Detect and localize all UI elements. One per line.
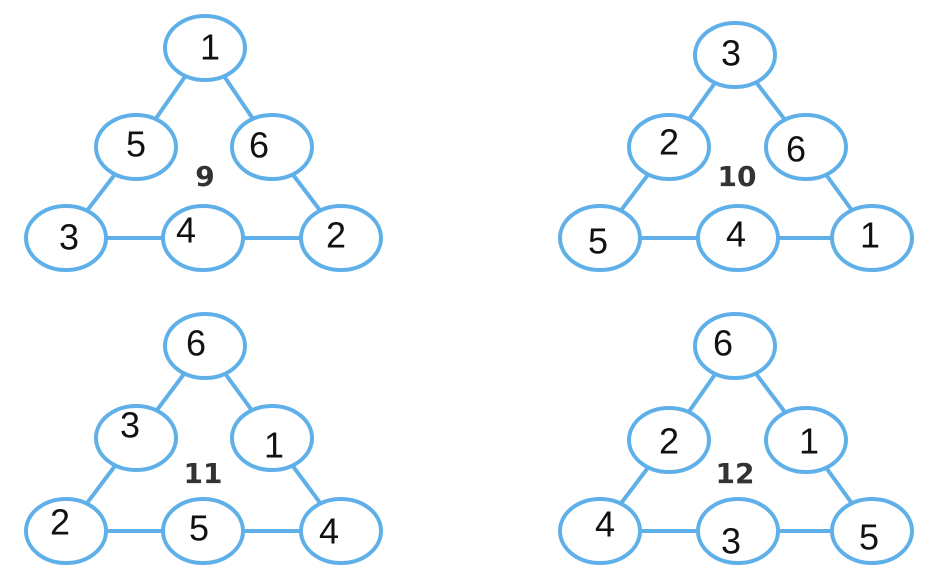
node-bottom-left: 5 [558,204,642,272]
node-bottom-right-value: 2 [326,215,346,256]
triangle-1: 1 5 6 3 4 2 9 [24,14,383,272]
node-top-value: 3 [721,33,741,74]
node-upper-left: 5 [94,113,178,181]
node-upper-right-value: 6 [249,125,269,166]
node-bottom-left-value: 4 [595,504,615,545]
node-bottom-right-value: 4 [319,511,339,552]
node-bottom-left: 2 [24,497,108,565]
triangle-3: 6 3 1 2 5 4 11 [24,312,383,565]
node-upper-right-value: 1 [799,421,819,462]
node-bottom-middle-value: 5 [189,508,209,549]
node-top-value: 1 [200,27,220,68]
node-upper-right: 1 [230,404,314,472]
node-upper-right-value: 6 [786,129,806,170]
node-upper-left-value: 2 [659,421,679,462]
node-upper-left-value: 3 [120,405,140,446]
triangle-4: 6 2 1 4 3 5 12 [558,312,914,565]
node-bottom-right: 2 [299,204,383,272]
node-bottom-middle-value: 4 [726,214,746,255]
node-bottom-middle: 4 [696,204,780,272]
node-bottom-left-value: 3 [59,217,79,258]
node-top: 3 [693,21,777,89]
triangle-sum: 11 [184,457,223,490]
node-top: 6 [693,312,777,380]
node-bottom-middle: 4 [161,204,245,272]
triangle-2: 3 2 6 5 4 1 10 [558,21,914,272]
node-bottom-right: 1 [830,204,914,272]
node-upper-right-value: 1 [264,425,284,466]
node-bottom-left: 3 [24,204,108,272]
triangle-sum: 10 [718,160,757,193]
node-bottom-middle-value: 3 [721,521,741,562]
node-top: 1 [163,14,247,82]
node-bottom-right-value: 5 [859,517,879,558]
node-upper-right: 1 [764,406,848,474]
node-bottom-right: 5 [830,497,914,565]
node-upper-right: 6 [230,113,314,181]
triangle-sum: 12 [716,457,755,490]
node-upper-left: 2 [627,406,711,474]
node-bottom-middle-value: 4 [176,210,196,251]
node-bottom-middle: 5 [161,497,245,565]
node-upper-left: 3 [94,404,178,472]
node-bottom-left: 4 [558,497,642,565]
node-bottom-middle: 3 [696,497,780,565]
triangle-sum: 9 [195,160,214,193]
node-top-value: 6 [713,323,733,364]
node-top-value: 6 [186,323,206,364]
node-bottom-right-value: 1 [860,215,880,256]
node-bottom-left-value: 5 [588,221,608,262]
node-top: 6 [163,312,247,380]
node-upper-right: 6 [764,113,848,181]
node-upper-left-value: 2 [659,122,679,163]
node-upper-left-value: 5 [126,124,146,165]
node-bottom-right: 4 [299,497,383,565]
node-bottom-left-value: 2 [50,502,70,543]
node-upper-left: 2 [627,113,711,181]
